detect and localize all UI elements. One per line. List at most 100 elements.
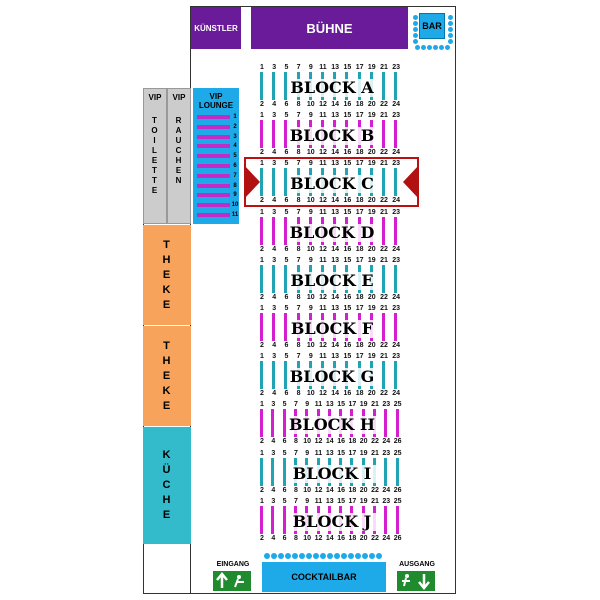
cocktail-stool[interactable] [320, 553, 326, 559]
cocktail-stool[interactable] [285, 553, 291, 559]
vip-seat-line[interactable] [197, 124, 230, 129]
seat-row[interactable] [394, 120, 398, 149]
vip-seat-line[interactable] [197, 213, 230, 217]
seat-row[interactable] [394, 313, 398, 341]
vip-seat-line[interactable] [197, 173, 230, 178]
seat-row[interactable] [394, 216, 398, 245]
bar-stool[interactable] [445, 45, 450, 50]
cocktail-stool[interactable] [292, 553, 298, 559]
seat-row[interactable] [395, 505, 399, 534]
seat-row[interactable] [284, 120, 288, 149]
seat-row[interactable] [271, 505, 275, 534]
vip-seat-line[interactable] [197, 203, 230, 208]
seat-row[interactable] [282, 409, 286, 438]
seat-row[interactable] [382, 216, 385, 245]
seat-row[interactable] [394, 72, 398, 100]
bar-stool[interactable] [439, 45, 444, 50]
vip-seat-line[interactable] [197, 115, 230, 119]
seat-row[interactable] [272, 264, 276, 293]
cocktail-bar[interactable]: COCKTAILBAR [262, 562, 386, 592]
cocktail-stool[interactable] [334, 553, 340, 559]
vip-seat-line[interactable] [197, 134, 230, 139]
bar-stool[interactable] [413, 27, 418, 32]
vip-seat-line[interactable] [197, 164, 230, 168]
artist-area[interactable]: KÜNSTLER [191, 7, 241, 49]
bar-stool[interactable] [427, 45, 432, 50]
seat-row[interactable] [260, 264, 263, 293]
vip-seat-line[interactable] [197, 183, 230, 188]
bar-stool[interactable] [421, 45, 426, 50]
bar-area[interactable]: BAR [410, 7, 455, 50]
cocktail-stool[interactable] [362, 553, 368, 559]
exit-sign[interactable] [397, 571, 435, 591]
seat-row[interactable] [260, 361, 263, 390]
seat-row[interactable] [395, 409, 399, 438]
seat-row[interactable] [394, 361, 398, 390]
seat-row[interactable] [382, 264, 385, 293]
seat-row[interactable] [260, 168, 263, 197]
cocktail-stool[interactable] [299, 553, 305, 559]
cocktail-stool[interactable] [348, 553, 354, 559]
vip-seat-line[interactable] [197, 154, 230, 159]
bar-stool[interactable] [448, 27, 453, 32]
seat-row[interactable] [384, 409, 388, 438]
seat-row[interactable] [272, 168, 276, 197]
seat-row[interactable] [382, 168, 385, 197]
stage-area[interactable]: BÜHNE [251, 7, 408, 49]
seat-row[interactable] [260, 409, 263, 438]
seat-row[interactable] [282, 505, 286, 534]
seat-row[interactable] [284, 216, 288, 245]
seat-row[interactable] [394, 264, 398, 293]
cocktail-stool[interactable] [278, 553, 284, 559]
vip-seat-line[interactable] [197, 193, 230, 198]
seat-row[interactable] [382, 120, 385, 149]
seat-row[interactable] [260, 72, 263, 100]
seat-row[interactable] [384, 457, 388, 486]
seat-row[interactable] [272, 120, 276, 149]
seat-row[interactable] [284, 361, 288, 390]
seat-row[interactable] [284, 313, 288, 341]
bar-counter[interactable]: BAR [419, 13, 445, 39]
seat-row[interactable] [282, 457, 286, 486]
seat-row[interactable] [260, 313, 263, 341]
bar-stool[interactable] [413, 33, 418, 38]
seat-row[interactable] [271, 409, 275, 438]
seat-row[interactable] [272, 313, 276, 341]
seat-row[interactable] [271, 457, 275, 486]
seat-row[interactable] [382, 361, 385, 390]
cocktail-stool[interactable] [355, 553, 361, 559]
cocktail-stool[interactable] [369, 553, 375, 559]
seat-row[interactable] [382, 313, 385, 341]
cocktail-stool[interactable] [271, 553, 277, 559]
cocktail-stool[interactable] [264, 553, 270, 559]
bar-stool[interactable] [413, 39, 418, 44]
bar-stool[interactable] [413, 21, 418, 26]
entrance-sign[interactable] [213, 571, 251, 591]
seat-row[interactable] [284, 72, 288, 100]
bar-stool[interactable] [448, 15, 453, 20]
seat-row[interactable] [260, 457, 263, 486]
bar-stool[interactable] [448, 39, 453, 44]
seat-row[interactable] [382, 72, 385, 100]
bar-stool[interactable] [433, 45, 438, 50]
seat-row[interactable] [260, 505, 263, 534]
bar-stool[interactable] [415, 45, 420, 50]
bar-stool[interactable] [448, 21, 453, 26]
cocktail-stool[interactable] [306, 553, 312, 559]
seat-row[interactable] [272, 216, 276, 245]
seat-row[interactable] [260, 216, 263, 245]
seat-row[interactable] [260, 120, 263, 149]
seat-row[interactable] [384, 505, 388, 534]
seat-row[interactable] [284, 168, 288, 197]
